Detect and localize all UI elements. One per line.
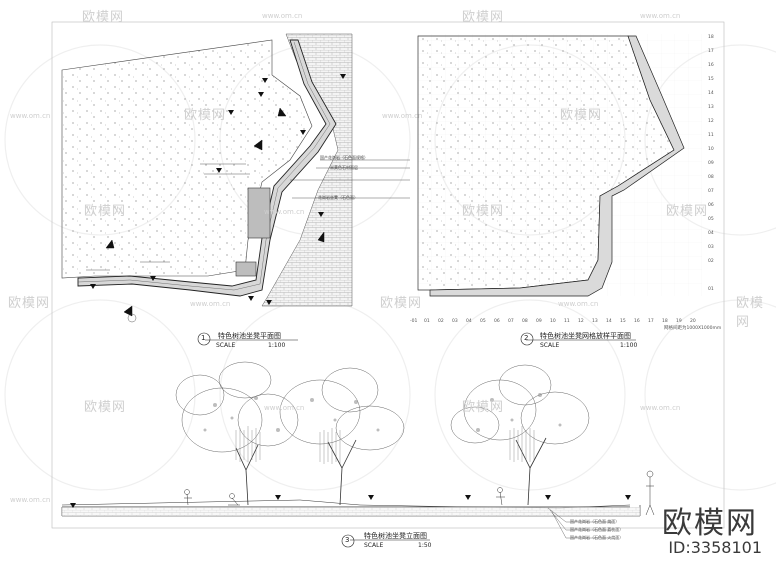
- elevation-annotation: 国产花岗岩（石色面 火烧面）: [570, 535, 624, 540]
- elevation-drawing-3: [61, 361, 655, 539]
- model-id: ID:3358101: [668, 538, 762, 557]
- svg-text:14: 14: [708, 90, 714, 96]
- brand-logo: 欧模网: [662, 506, 758, 541]
- drawing3-number: 3: [345, 536, 350, 544]
- svg-text:10: 10: [550, 318, 556, 324]
- svg-text:18: 18: [662, 318, 668, 324]
- drawing1-scale-value: 1:100: [268, 342, 286, 349]
- drawing1-number: 1: [201, 334, 206, 342]
- watermark-url: www.om.cn: [262, 12, 303, 20]
- svg-text:06: 06: [708, 202, 714, 208]
- plan-drawing-1: [61, 33, 410, 323]
- svg-text:16: 16: [708, 62, 714, 68]
- svg-text:07: 07: [708, 188, 714, 194]
- watermark-url: www.om.cn: [264, 404, 305, 412]
- svg-text:08: 08: [522, 318, 528, 324]
- watermark-url: www.om.cn: [640, 12, 681, 20]
- svg-text:11: 11: [564, 318, 570, 324]
- drawing3-scale-label: SCALE: [364, 542, 384, 549]
- sheet-border: [51, 21, 725, 529]
- svg-text:09: 09: [536, 318, 542, 324]
- svg-text:17: 17: [708, 48, 714, 54]
- svg-text:04: 04: [466, 318, 472, 324]
- svg-text:07: 07: [508, 318, 514, 324]
- watermark-brand: 欧模网: [462, 400, 505, 415]
- svg-text:17: 17: [648, 318, 654, 324]
- svg-text:02: 02: [708, 258, 714, 264]
- svg-text:06: 06: [494, 318, 500, 324]
- svg-text:15: 15: [620, 318, 626, 324]
- watermark-brand: 欧模网: [380, 296, 423, 311]
- drawing1-title: 特色树池坐凳平面图: [218, 332, 281, 340]
- svg-text:08: 08: [708, 174, 714, 180]
- svg-text:13: 13: [708, 104, 714, 110]
- svg-text:20: 20: [690, 318, 696, 324]
- svg-text:01: 01: [424, 318, 430, 324]
- drawing2-scale-label: SCALE: [540, 342, 560, 349]
- watermark-brand: 欧模网: [462, 10, 505, 25]
- watermark-url: www.om.cn: [640, 404, 681, 412]
- watermark-brand: 欧模网: [84, 204, 127, 219]
- watermark-url: www.om.cn: [190, 300, 231, 308]
- drawing2-title: 特色树池坐凳网格放样平面图: [540, 332, 631, 340]
- svg-text:09: 09: [708, 160, 714, 166]
- svg-text:03: 03: [708, 244, 714, 250]
- watermark-brand: 欧模网: [82, 10, 125, 25]
- drawing2-number: 2: [524, 334, 529, 342]
- grid-spacing-note: 网格间距为1000X1000mm: [664, 326, 722, 331]
- svg-text:14: 14: [606, 318, 612, 324]
- svg-text:15: 15: [708, 76, 714, 82]
- watermark-url: www.om.cn: [10, 496, 51, 504]
- plan1-annotation: 花岗岩坐凳（石色面）: [318, 195, 358, 200]
- watermark-brand: 欧模网: [736, 296, 765, 330]
- svg-text:-01: -01: [410, 318, 417, 324]
- watermark-brand: 欧模网: [462, 204, 505, 219]
- watermark-brand: 欧模网: [560, 108, 603, 123]
- svg-text:03: 03: [452, 318, 458, 324]
- svg-text:02: 02: [438, 318, 444, 324]
- watermark-brand: 欧模网: [184, 108, 227, 123]
- svg-text:18: 18: [708, 34, 714, 40]
- watermark-url: www.om.cn: [264, 208, 305, 216]
- svg-text:13: 13: [592, 318, 598, 324]
- svg-text:12: 12: [578, 318, 584, 324]
- plan1-annotation: 国产花岗岩（石色面规格）: [320, 155, 368, 160]
- watermark-brand: 欧模网: [666, 204, 709, 219]
- watermark-brand: 欧模网: [8, 296, 51, 311]
- svg-text:01: 01: [708, 286, 714, 292]
- elevation-annotation: 国产花岗岩（石色面 荔枝面）: [570, 527, 624, 532]
- drawing3-scale-value: 1:50: [418, 542, 432, 549]
- svg-text:05: 05: [480, 318, 486, 324]
- watermark-url: www.om.cn: [558, 300, 599, 308]
- svg-text:16: 16: [634, 318, 640, 324]
- svg-text:19: 19: [676, 318, 682, 324]
- svg-text:11: 11: [708, 132, 714, 138]
- watermark-url: www.om.cn: [382, 112, 423, 120]
- drawing2-scale-value: 1:100: [620, 342, 638, 349]
- svg-text:10: 10: [708, 146, 714, 152]
- watermark-url: www.om.cn: [10, 112, 51, 120]
- plan1-annotation: 米黄色石材面层: [330, 165, 358, 170]
- elevation-annotation: 国产花岗岩（石色面 烧面）: [570, 519, 620, 524]
- svg-text:04: 04: [708, 230, 714, 236]
- drawing3-title: 特色树池坐凳立面图: [364, 532, 427, 540]
- drawing1-scale-label: SCALE: [216, 342, 236, 349]
- watermark-brand: 欧模网: [84, 400, 127, 415]
- svg-text:05: 05: [708, 216, 714, 222]
- plan-drawing-2: 18 17 16 15 14 13 12 11 10 09 08 07 06 05 04 03 02 0…: [410, 34, 714, 324]
- svg-text:12: 12: [708, 118, 714, 124]
